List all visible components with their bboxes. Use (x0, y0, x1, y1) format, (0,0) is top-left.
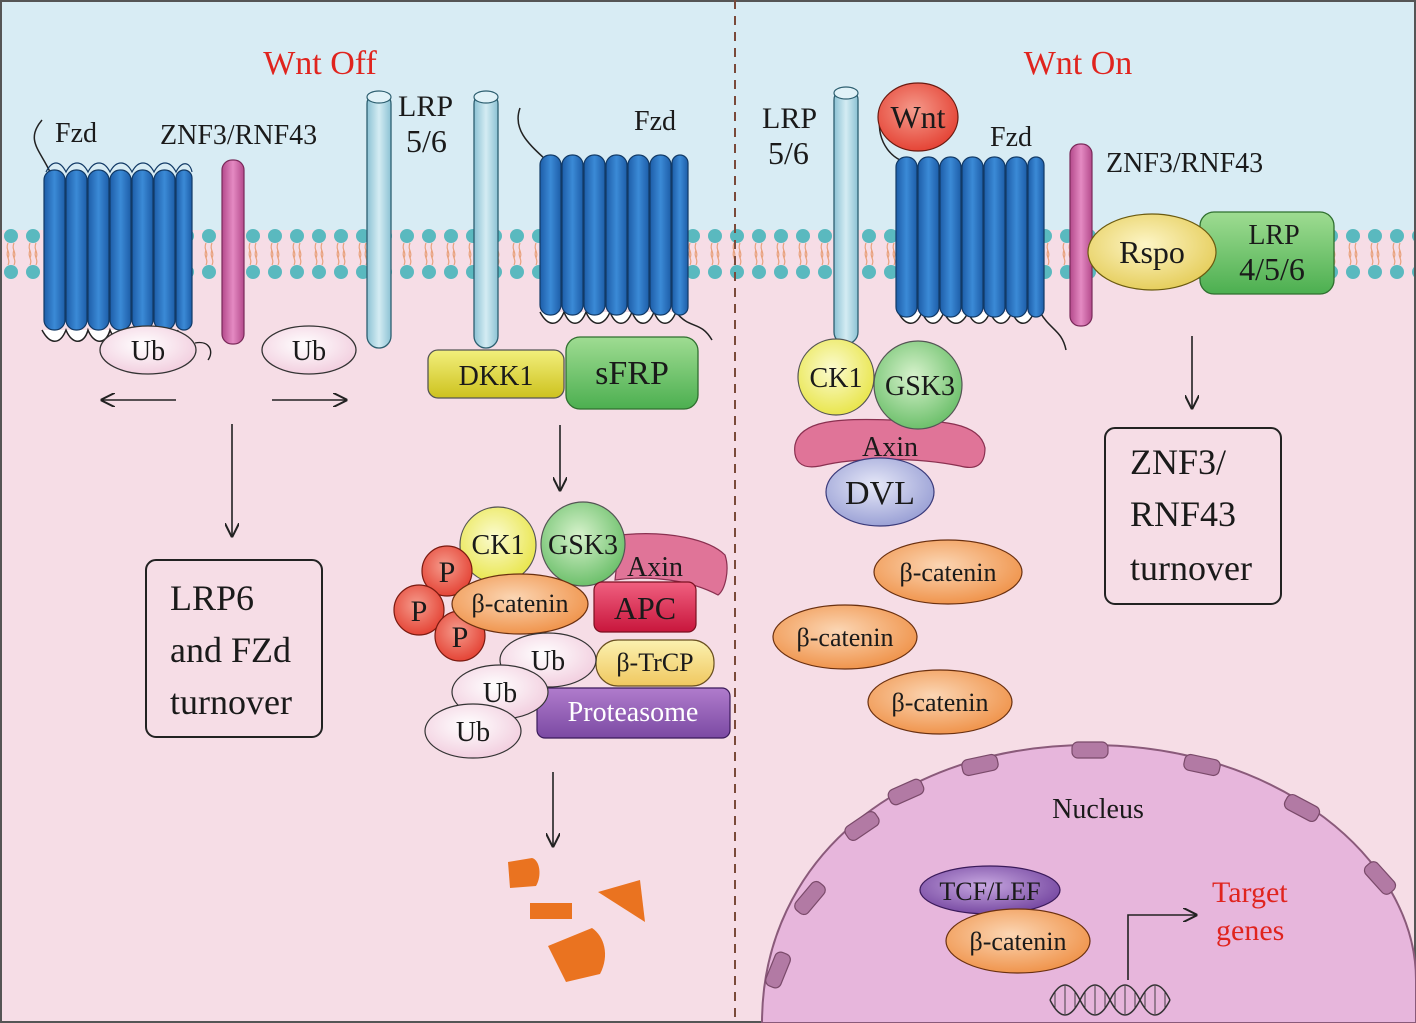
fzd-receptor-right (878, 103, 1067, 351)
wnt-ligand (877, 82, 959, 152)
ub-label-d3: Ub (456, 717, 490, 748)
znf3-label-left: ZNF3/RNF43 (160, 120, 317, 151)
ck1-label-right: CK1 (810, 363, 863, 394)
dkk1-box (427, 349, 565, 399)
lrp456-label-2: 4/5/6 (1239, 251, 1305, 287)
target-genes-line2: genes (1216, 914, 1284, 947)
ub-left-1-label: Ub (131, 336, 165, 367)
dna-helix (1049, 984, 1171, 1016)
title-wnt-off: Wnt Off (263, 45, 377, 82)
btrcp-label: β-TrCP (616, 648, 693, 677)
znf3-turnover-line3: turnover (1130, 548, 1252, 588)
proteasome-label: Proteasome (568, 697, 699, 728)
rspo (1087, 213, 1217, 291)
beta-catenin-free-3 (867, 669, 1013, 735)
target-genes-line1: Target (1212, 876, 1288, 909)
p-label-2: P (411, 595, 428, 628)
lrp-label-right-2: 5/6 (768, 135, 809, 171)
gsk3-label-right: GSK3 (885, 371, 955, 402)
lrp6-turnover-line3: turnover (170, 682, 292, 722)
gsk3-label-left: GSK3 (548, 530, 618, 561)
znf3-label-right: ZNF3/RNF43 (1106, 148, 1263, 179)
znf3-rnf43-right (1069, 143, 1093, 327)
ub-left-2-label: Ub (292, 336, 326, 367)
ub-label-d2: Ub (483, 678, 517, 709)
nucleus-label: Nucleus (1052, 794, 1144, 825)
beta-catenin-free-1-label: β-catenin (900, 558, 997, 587)
nucleus (760, 741, 1416, 1023)
beta-catenin-free-3-label: β-catenin (892, 688, 989, 717)
sfrp-label: sFRP (595, 355, 669, 392)
fzd-label-right: Fzd (990, 122, 1032, 153)
wnt-label: Wnt (890, 99, 945, 135)
fzd-receptor-left-2 (517, 107, 713, 341)
lrp56-left-1 (366, 90, 392, 349)
beta-catenin-free-2 (772, 604, 918, 670)
destruction-complex: Axin CK1 GSK3 APC P P P β-catenin β-TrCP… (393, 501, 731, 759)
beta-catenin-free-1 (873, 539, 1023, 605)
extracellular-space (0, 0, 1416, 230)
tcf-lef-label: TCF/LEF (939, 877, 1040, 906)
degraded-fragments (508, 858, 645, 982)
fzd-label-left-2: Fzd (634, 106, 676, 137)
sfrp-box (565, 336, 699, 410)
transcription-arrow (1127, 915, 1196, 980)
lrp456-label-1: LRP (1248, 220, 1299, 251)
lrp-label-left-2: 5/6 (406, 123, 447, 159)
lrp6-turnover-line1: LRP6 (170, 578, 254, 618)
dkk1-label: DKK1 (459, 361, 534, 392)
title-wnt-on: Wnt On (1024, 45, 1133, 82)
znf3-turnover-line2: RNF43 (1130, 494, 1236, 534)
lrp56-right (833, 86, 859, 345)
p-label-1: P (439, 556, 456, 589)
beta-catenin-label-left: β-catenin (472, 589, 569, 618)
beta-catenin-nuclear-label: β-catenin (970, 927, 1067, 956)
lrp56-left-2 (473, 90, 499, 349)
rspo-label: Rspo (1119, 234, 1185, 270)
znf3-turnover-box (1104, 427, 1282, 605)
signalosome: Axin CK1 GSK3 DVL (794, 338, 986, 527)
ub-left-1 (99, 325, 197, 375)
lrp6-turnover-box (145, 559, 323, 738)
p-label-3: P (452, 621, 469, 654)
lrp-label-left-1: LRP (398, 90, 453, 123)
fzd-label-left: Fzd (55, 118, 97, 149)
lrp-label-right-1: LRP (762, 102, 817, 135)
ub-left-2 (261, 325, 357, 375)
lrp6-turnover-line2: and FZd (170, 630, 291, 670)
znf3-turnover-line1: ZNF3/ (1130, 442, 1226, 482)
apc-label: APC (614, 590, 676, 626)
ub-label-d1: Ub (531, 646, 565, 677)
ck1-label-left: CK1 (472, 530, 525, 561)
beta-catenin-nuclear (945, 908, 1091, 974)
znf3-rnf43-left (221, 159, 245, 345)
axin-label-left: Axin (627, 552, 683, 583)
beta-catenin-free-2-label: β-catenin (797, 623, 894, 652)
dvl-label: DVL (845, 475, 915, 512)
